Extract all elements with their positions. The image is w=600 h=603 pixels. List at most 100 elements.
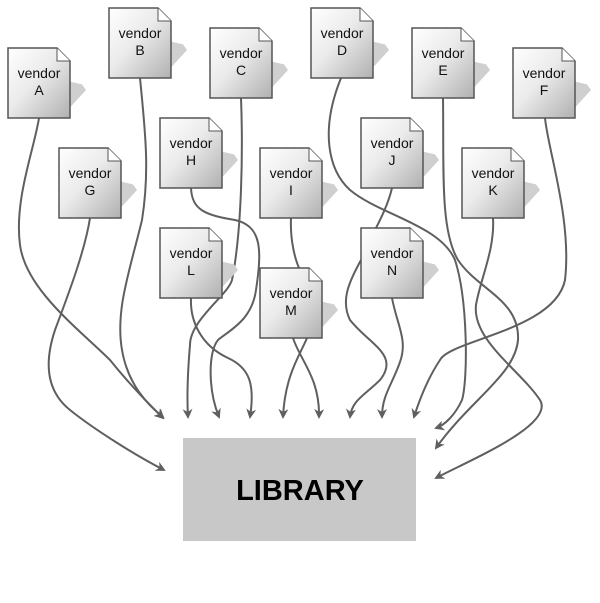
folded-corner-icon [208,118,222,132]
vendor-label: vendor [18,65,61,81]
folded-corner-icon [359,8,373,22]
edge-vendor-i-to-library [289,217,301,271]
folded-corner-icon [208,228,222,242]
document-shadow [322,301,338,328]
library-label: LIBRARY [236,475,364,507]
edge-vendor-m-to-library [292,337,325,419]
folded-corner-icon [561,48,575,62]
folded-corner-icon [409,118,423,132]
document-shadow [423,261,439,288]
document-shadow [524,181,540,208]
vendor-label: vendor [422,45,465,61]
vendor-label: vendor [270,165,313,181]
vendor-letter: F [540,82,549,98]
document-icon [310,7,374,79]
vendor-label: vendor [371,245,414,261]
document-shadow [322,181,338,208]
vendor-letter: C [236,62,246,78]
vendor-label: vendor [119,25,162,41]
vendor-label: vendor [69,165,112,181]
document-icon [360,227,424,299]
document-shadow [373,41,389,68]
vendor-label: vendor [523,65,566,81]
document-shadow [272,61,288,88]
document-shadow [222,151,238,178]
vendor-label: vendor [220,45,263,61]
edge-vendor-f-to-library [411,117,568,419]
edge-vendor-l-to-library [189,297,257,419]
document-icon [512,47,576,119]
document-icon [209,27,273,99]
folded-corner-icon [308,268,322,282]
vendor-letter: B [135,42,144,58]
edge-vendor-c-to-library [182,97,243,419]
vendor-letter: G [85,182,96,198]
document-icon [7,47,71,119]
document-icon [58,147,122,219]
folded-corner-icon [56,48,70,62]
vendor-label: vendor [472,165,515,181]
vendor-letter: H [186,152,196,168]
folded-corner-icon [308,148,322,162]
folded-corner-icon [107,148,121,162]
document-icon [461,147,525,219]
edge-vendor-n-to-library [377,297,404,419]
folded-corner-icon [258,28,272,42]
vendor-letter: N [387,262,397,278]
vendor-label: vendor [270,285,313,301]
edge-vendor-n-to-library [344,259,388,419]
document-shadow [70,81,86,108]
document-shadow [423,151,439,178]
edge-vendor-k-to-library [434,217,543,479]
edge-vendor-m-to-library [278,337,308,419]
vendor-letter: A [34,82,44,98]
document-shadow [222,261,238,288]
vendor-label: vendor [321,25,364,41]
document-icon [259,147,323,219]
edge-vendor-g-to-library [47,217,166,471]
edge-vendor-d-to-library [327,77,467,431]
vendor-label: vendor [170,245,213,261]
vendor-letter: M [285,302,297,318]
document-icon [159,117,223,189]
library-rect [183,438,416,541]
vendor-letter: J [389,152,396,168]
document-icon [108,7,172,79]
folded-corner-icon [157,8,171,22]
edge-vendor-h-to-library [190,187,261,419]
vendor-letter: E [438,62,447,78]
edges [17,77,568,479]
folded-corner-icon [460,28,474,42]
vendor-letter: K [488,182,498,198]
document-shadow [474,61,490,88]
vendor-letter: L [187,262,195,278]
edge-vendor-e-to-library [434,97,520,450]
document-icon [411,27,475,99]
vendor-label: vendor [170,135,213,151]
document-icon [360,117,424,189]
library-box: LIBRARY [183,438,416,541]
folded-corner-icon [409,228,423,242]
document-shadow [171,41,187,68]
document-icon [259,267,323,339]
vendor-label: vendor [371,135,414,151]
edge-vendor-b-to-library [119,77,165,419]
folded-corner-icon [510,148,524,162]
document-shadow [575,81,591,108]
document-shadow [121,181,137,208]
vendor-letter: I [289,182,293,198]
